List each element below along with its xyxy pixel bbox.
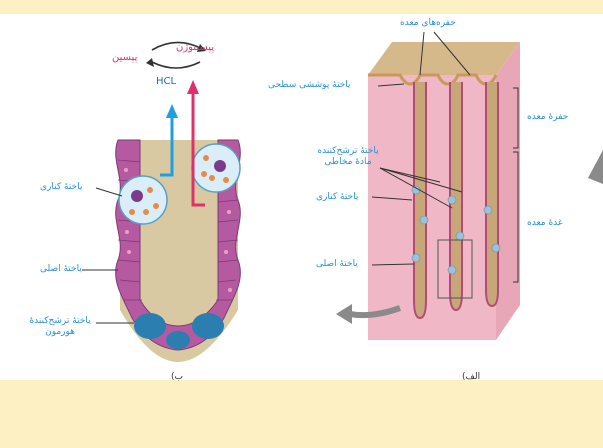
parietal-cell-label-a: یاختهٔ کناری <box>316 192 358 203</box>
mucus-cell-label: یاختهٔ ترشح‌کننده مادهٔ مخاطی <box>308 146 388 168</box>
stomach-wall-block-a <box>368 42 520 340</box>
parietal-cell-label-b: یاختهٔ کناری <box>40 182 82 193</box>
hcl-label: HCL <box>156 76 176 87</box>
chief-cell-label-a: یاختهٔ اصلی <box>316 259 358 270</box>
gland-label: غدهٔ معده <box>527 218 563 229</box>
caption-b: ب) <box>171 372 183 383</box>
gastric-gland-b <box>116 140 241 362</box>
caption-a: الف) <box>462 372 480 383</box>
edge-arrow <box>588 150 603 184</box>
chief-cell-label-b: یاختهٔ اصلی <box>40 264 82 275</box>
surface-cell-label: یاختهٔ پوششی سطحی <box>268 80 351 91</box>
gastric-pits-label: حفره‌های معده <box>400 18 456 29</box>
pepsinogen-label: پپسینوژن <box>176 42 214 53</box>
hormone-cell-label: یاختهٔ ترشح‌کنندهٔ هورمون <box>24 316 96 338</box>
pit-label: حفرهٔ معده <box>527 112 568 123</box>
pepsin-label: پپسین <box>112 52 137 63</box>
